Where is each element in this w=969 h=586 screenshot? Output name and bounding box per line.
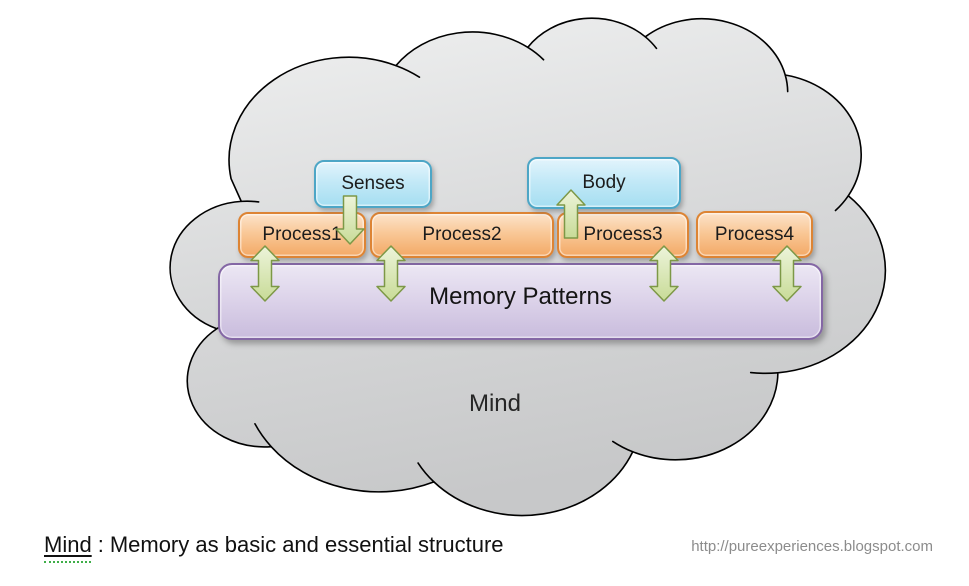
process2-memory-double-arrow-icon xyxy=(376,245,406,302)
process4-label: Process4 xyxy=(714,223,795,245)
process4-box: Process4 xyxy=(696,211,813,258)
process2-label: Process2 xyxy=(422,224,502,245)
process1-memory-double-arrow-icon xyxy=(250,245,280,302)
process3-label: Process3 xyxy=(583,224,663,245)
body-label: Body xyxy=(582,172,626,193)
process2-box: Process2 xyxy=(370,212,554,258)
caption-text: Memory as basic and essential structure xyxy=(109,532,504,557)
memory-patterns-label: Memory Patterns xyxy=(429,282,612,310)
caption-colon: : xyxy=(97,532,104,557)
process1-label: Process1 xyxy=(262,224,342,245)
process3-memory-double-arrow-icon xyxy=(649,245,679,302)
senses-to-process1-down-arrow-icon xyxy=(335,195,365,245)
caption-term: Mind xyxy=(44,532,92,557)
senses-label: Senses xyxy=(341,173,405,194)
body-box: Body xyxy=(527,157,681,209)
senses-box: Senses xyxy=(314,160,432,208)
mind-cloud-label: Mind xyxy=(468,390,522,417)
process3-to-body-up-arrow-icon xyxy=(556,189,586,239)
slide-caption: Mind:Memory as basic and essential struc… xyxy=(44,532,504,558)
blog-url: http://pureexperiences.blogspot.com xyxy=(691,538,933,555)
process4-memory-double-arrow-icon xyxy=(772,245,802,302)
memory-patterns-box: Memory Patterns xyxy=(218,263,823,340)
